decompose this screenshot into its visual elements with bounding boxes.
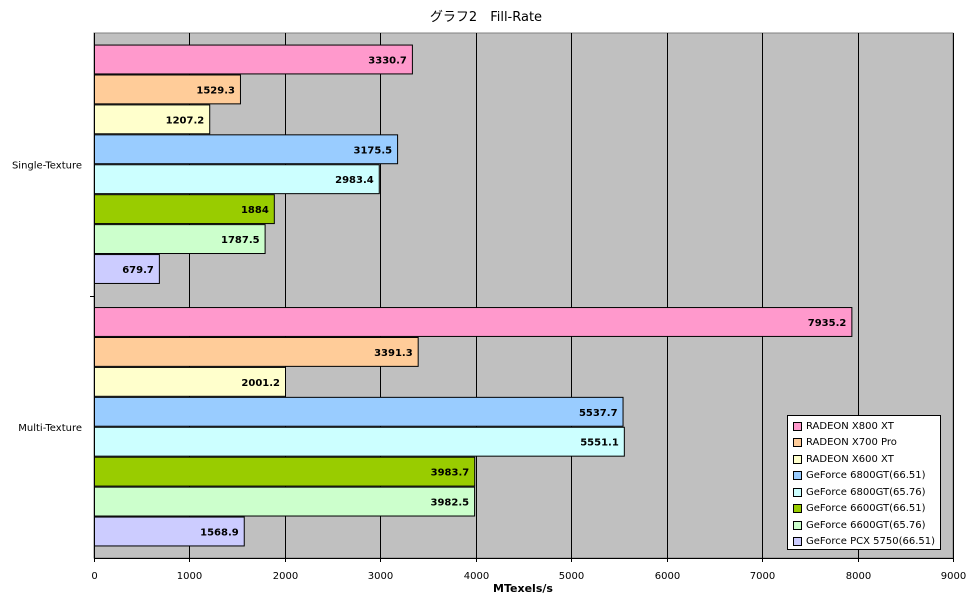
y-category-label: Multi-Texture (18, 423, 82, 434)
legend-swatch (793, 454, 802, 464)
x-tick-label: 3000 (368, 571, 393, 582)
x-tick-label: 8000 (846, 571, 871, 582)
y-category-label: Single-Texture (12, 160, 82, 171)
data-label: 5537.7 (579, 408, 618, 419)
bar (94, 486, 476, 517)
data-label: 7935.2 (808, 318, 847, 329)
data-label: 2001.2 (241, 378, 280, 389)
bar (94, 164, 380, 195)
legend-swatch (793, 471, 802, 481)
chart-title: グラフ2 Fill-Rate (429, 10, 543, 25)
bar (94, 194, 275, 225)
bar (94, 74, 241, 105)
x-tick-label: 1000 (177, 571, 202, 582)
bar (94, 426, 625, 457)
bar (94, 224, 266, 255)
legend-item: GeForce 6800GT(65.76) (793, 484, 940, 501)
legend-swatch (793, 438, 802, 448)
data-label: 1568.9 (200, 528, 239, 539)
bar (94, 396, 624, 427)
data-label: 5551.1 (580, 438, 619, 449)
x-tick-label: 2000 (273, 571, 298, 582)
legend-swatch (793, 421, 802, 431)
data-label: 1529.3 (196, 85, 235, 96)
legend-item: GeForce 6800GT(66.51) (793, 468, 940, 485)
legend-item: GeForce 6600GT(66.51) (793, 501, 940, 518)
data-label: 3175.5 (353, 145, 392, 156)
x-tick-label: 7000 (750, 571, 775, 582)
data-label: 1787.5 (221, 235, 260, 246)
x-tick-label: 6000 (655, 571, 680, 582)
legend-label: RADEON X700 Pro (806, 437, 897, 449)
legend-item: RADEON X800 XT (793, 418, 940, 435)
legend-item: RADEON X700 Pro (793, 435, 940, 452)
x-tick-label: 5000 (559, 571, 584, 582)
bar (94, 366, 287, 397)
legend-swatch (793, 504, 802, 514)
legend-label: GeForce 6600GT(66.51) (806, 503, 926, 515)
data-label: 3391.3 (374, 348, 413, 359)
data-label: 3330.7 (368, 55, 407, 66)
data-label: 1207.2 (166, 115, 205, 126)
data-label: 1884 (241, 205, 269, 216)
bar (94, 456, 476, 487)
bar (94, 516, 245, 547)
legend-label: GeForce 6600GT(65.76) (806, 519, 926, 531)
legend-swatch (793, 520, 802, 530)
x-tick-label: 4000 (464, 571, 489, 582)
bar (94, 254, 160, 284)
bar (94, 336, 419, 367)
data-label: 2983.4 (335, 175, 374, 186)
legend-item: RADEON X600 XT (793, 451, 940, 468)
data-label: 3983.7 (431, 468, 470, 479)
bar (94, 44, 413, 75)
legend-item: GeForce 6600GT(65.76) (793, 517, 940, 534)
bar (94, 307, 853, 337)
bar (94, 134, 399, 165)
legend-swatch (793, 487, 802, 497)
data-label: 679.7 (122, 265, 154, 276)
bar (94, 104, 211, 135)
x-tick-label: 9000 (941, 571, 966, 582)
legend-label: GeForce 6800GT(66.51) (806, 470, 926, 482)
x-axis-label: MTexels/s (493, 582, 553, 595)
legend-label: GeForce PCX 5750(66.51) (806, 536, 936, 548)
legend-label: RADEON X800 XT (806, 420, 894, 432)
x-tick-label: 0 (91, 571, 97, 582)
legend-item: GeForce PCX 5750(66.51) (793, 534, 940, 551)
data-label: 3982.5 (431, 498, 470, 509)
legend-label: GeForce 6800GT(65.76) (806, 486, 926, 498)
legend-label: RADEON X600 XT (806, 453, 894, 465)
legend-swatch (793, 537, 802, 547)
